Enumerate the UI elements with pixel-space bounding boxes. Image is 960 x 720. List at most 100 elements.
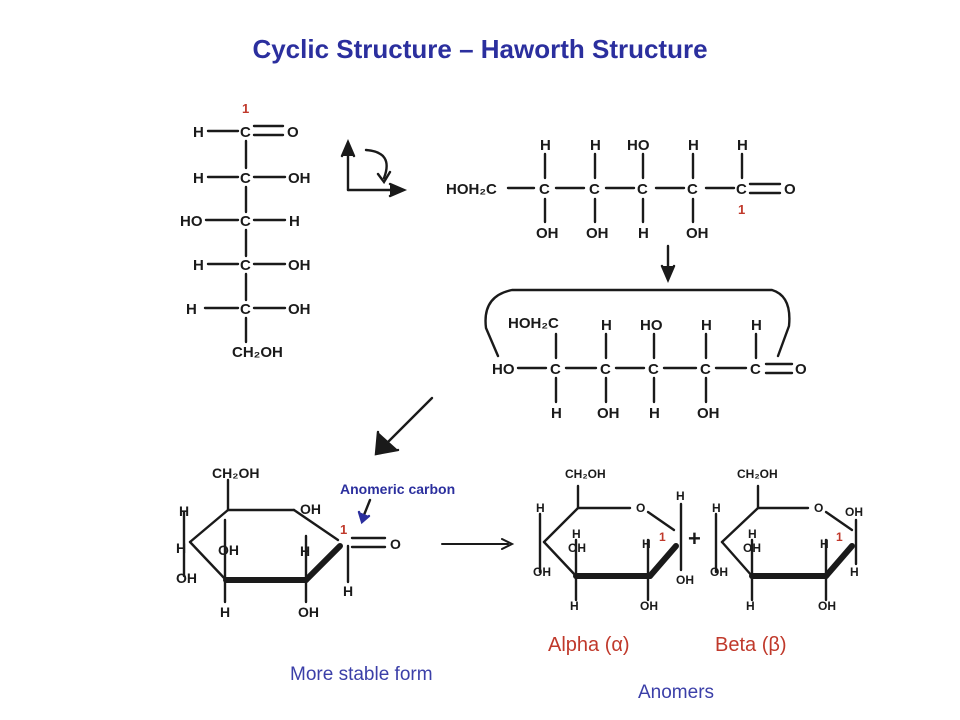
alpha-label: Alpha (α) [548, 634, 630, 656]
chain-carbon: C [687, 181, 698, 198]
open-ring-h: H [300, 543, 310, 559]
fischer-projection [203, 124, 287, 344]
stable-caption: More stable form [290, 664, 433, 685]
chain-bottom: OH [686, 225, 709, 242]
down-arrow [660, 264, 676, 284]
alpha-ring [538, 484, 683, 602]
beta-label: Beta (β) [715, 634, 787, 656]
fischer-oxygen: O [287, 124, 299, 141]
anomers-caption: Anomers [638, 682, 715, 703]
chain-top: H [590, 137, 601, 154]
beta-ch2oh: CH₂OH [737, 467, 778, 481]
fischer-right: OH [288, 301, 311, 318]
fischer-carbon: C [240, 257, 251, 274]
alpha-ring-o: O [636, 501, 645, 515]
loop-carbon: C [600, 361, 611, 378]
loop-carbon: C [648, 361, 659, 378]
straight-chain [506, 152, 782, 224]
beta-h: H [746, 599, 755, 613]
chain-bottom: OH [536, 225, 559, 242]
fischer-right: OH [288, 257, 311, 274]
loop-carbon: C [550, 361, 561, 378]
anomeric-carbon-label: Anomeric carbon [340, 481, 455, 497]
fischer-right: H [289, 213, 300, 230]
chain-carbon: C [637, 181, 648, 198]
chain-carbon: C [736, 181, 747, 198]
chain-top: HO [627, 137, 650, 154]
loop-oxygen: O [795, 361, 807, 378]
loop-carbon: C [750, 361, 761, 378]
beta-ring-o: O [814, 501, 823, 515]
plus-sign: + [688, 526, 701, 551]
open-ring-ch2oh: CH₂OH [212, 465, 259, 481]
beta-h: H [820, 537, 829, 551]
open-ring-oxygen: O [390, 536, 401, 552]
alpha-oh: OH [676, 573, 694, 587]
open-ring-oh: OH [218, 542, 239, 558]
chain-top: H [737, 137, 748, 154]
fischer-left: H [186, 301, 197, 318]
alpha-oh: OH [533, 565, 551, 579]
open-ring-oh: OH [298, 604, 319, 620]
fischer-left: HO [180, 213, 203, 230]
loop-chain [484, 288, 794, 404]
fischer-carbon: C [240, 170, 251, 187]
chain-carbon: C [539, 181, 550, 198]
open-ring-oh: OH [300, 501, 321, 517]
loop-ho: HO [492, 361, 515, 378]
alpha-oh: OH [568, 541, 586, 555]
fischer-left: H [193, 170, 204, 187]
fischer-h: H [193, 124, 204, 141]
alpha-oh: OH [640, 599, 658, 613]
chain-top: H [540, 137, 551, 154]
rotate-arrows [340, 138, 408, 198]
beta-oh: OH [818, 599, 836, 613]
loop-carbon: C [700, 361, 711, 378]
carbon-number: 1 [242, 101, 249, 116]
diagonal-arrow [374, 430, 400, 456]
loop-bottom: H [649, 405, 660, 422]
slide-title: Cyclic Structure – Haworth Structure [252, 34, 708, 64]
fischer-bottom: CH₂OH [232, 344, 283, 361]
beta-h: H [712, 501, 721, 515]
alpha-h: H [570, 599, 579, 613]
carbon-number: 1 [836, 530, 843, 544]
fischer-carbon: C [240, 301, 251, 318]
loop-bottom: H [551, 405, 562, 422]
chain-bottom: OH [586, 225, 609, 242]
beta-oh: OH [743, 541, 761, 555]
chain-top: H [688, 137, 699, 154]
alpha-h: H [642, 537, 651, 551]
open-ring [182, 478, 387, 604]
open-ring-h: H [343, 583, 353, 599]
open-ring-h: H [176, 540, 186, 556]
fischer-carbon: C [240, 124, 251, 141]
fischer-right: OH [288, 170, 311, 187]
loop-top: HO [640, 317, 663, 334]
chain-oxygen: O [784, 181, 796, 198]
beta-h: H [850, 565, 859, 579]
beta-oh: OH [710, 565, 728, 579]
chain-left-group: HOH₂C [446, 181, 497, 198]
beta-h: H [748, 527, 757, 541]
open-ring-oh: OH [176, 570, 197, 586]
chain-bottom: H [638, 225, 649, 242]
open-ring-h: H [220, 604, 230, 620]
open-ring-h: H [179, 503, 189, 519]
alpha-h: H [572, 527, 581, 541]
carbon-number: 1 [738, 202, 745, 217]
carbon-number: 1 [659, 530, 666, 544]
carbon-number: 1 [340, 522, 347, 537]
beta-ring [714, 484, 858, 602]
loop-bottom: OH [697, 405, 720, 422]
loop-bottom: OH [597, 405, 620, 422]
fischer-left: H [193, 257, 204, 274]
loop-top: H [601, 317, 612, 334]
loop-top: H [701, 317, 712, 334]
loop-ch2oh: HOH₂C [508, 315, 559, 332]
alpha-h: H [536, 501, 545, 515]
fischer-carbon: C [240, 213, 251, 230]
beta-oh: OH [845, 505, 863, 519]
